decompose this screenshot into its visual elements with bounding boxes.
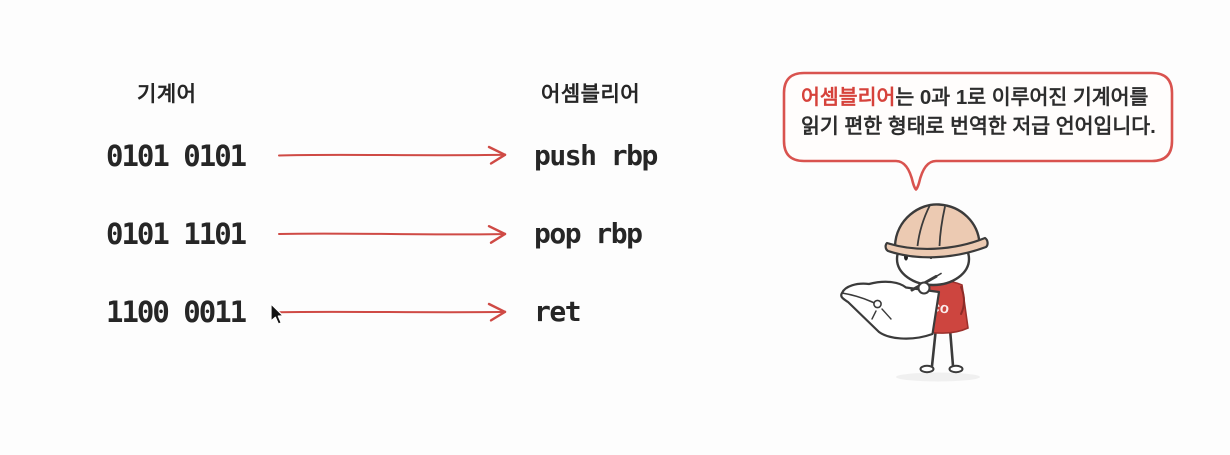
bubble-text: 어셈블리어는 0과 1로 이루어진 기계어를 읽기 편한 형태로 번역한 저급 … — [801, 83, 1157, 141]
mouse-pointer-icon — [270, 303, 284, 325]
engineer-reading-blueprint-illustration: co — [840, 203, 989, 382]
machine-code-row-3: 1100 0011 — [106, 295, 247, 329]
right-arrow-icon — [278, 225, 507, 244]
bubble-term: 어셈블리어 — [801, 86, 896, 109]
assembly-instruction-row-3: ret — [534, 295, 582, 328]
assembly-language-header: 어셈블리어 — [541, 83, 641, 106]
machine-code-row-2: 0101 1101 — [106, 217, 247, 251]
right-arrow-icon — [278, 302, 507, 322]
speech-bubble — [782, 71, 1174, 191]
bubble-line1-rest: 는 0과 1로 이루어진 기계어를 — [895, 86, 1149, 109]
bubble-line2: 읽기 편한 형태로 번역한 저급 언어입니다. — [801, 115, 1156, 138]
right-arrow-icon — [278, 145, 507, 165]
machine-language-header: 기계어 — [137, 83, 197, 106]
machine-code-row-1: 0101 0101 — [106, 139, 247, 173]
assembly-instruction-row-2: pop rbp — [534, 217, 643, 250]
assembly-instruction-row-1: push rbp — [534, 139, 658, 172]
